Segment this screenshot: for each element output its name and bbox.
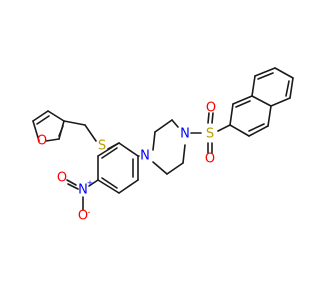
piperazine-n4-label: N (180, 127, 190, 142)
furan-oxygen-label: O (37, 134, 47, 149)
molecule-canvas: O S N + O O - N N S O O (32, 67, 294, 224)
nitro-oxygen-double-label: O (57, 171, 67, 186)
nitro-oxygen-single-label: O (78, 209, 88, 224)
piperazine-n1-label: N (140, 149, 150, 164)
sulfonyl-bonds (190, 112, 231, 154)
nitro-bond (88, 179, 99, 187)
thioether-linker (63, 120, 120, 150)
furan-ring (32, 110, 65, 142)
benzene-ring (97, 142, 139, 194)
nitro-nitrogen-charge: + (87, 179, 94, 188)
naphthalene-ring (229, 67, 294, 137)
sulfonyl-sulfur-label: S (206, 127, 214, 142)
thioether-sulfur-label: S (98, 139, 106, 154)
sulfonyl-oxygen-top-label: O (206, 101, 216, 116)
sulfonyl-oxygen-bottom-label: O (205, 152, 215, 167)
piperazine-ring (152, 119, 186, 175)
nitro-o-double-bond (66, 179, 77, 186)
nitro-oxygen-charge: - (88, 208, 91, 217)
nitro-nitrogen-label: N (78, 183, 88, 198)
structure-drawing: O S N + O O - N N S O O (32, 67, 294, 224)
